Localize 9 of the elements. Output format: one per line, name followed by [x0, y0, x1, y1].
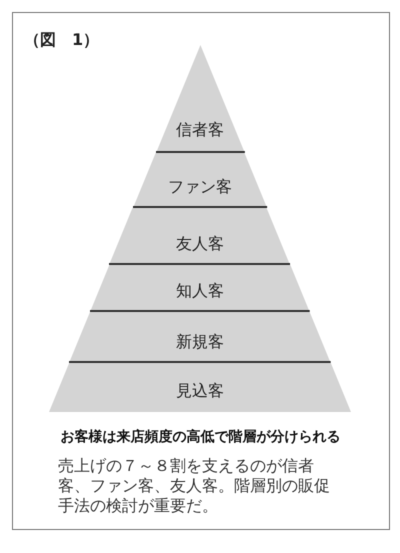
- tier-label: 新規客: [174, 332, 225, 353]
- tier-label: 信者客: [174, 120, 225, 141]
- tier-label: ファン客: [166, 178, 233, 198]
- tier-label: 友人客: [174, 234, 225, 255]
- caption-text: 売上げの７～８割を支えるのが信者客、ファン客、友人客。階層別の販促手法の検討が重要だ。: [58, 456, 331, 516]
- tier-label: 見込客: [175, 382, 225, 402]
- figure-number: （図 1）: [24, 30, 100, 51]
- caption-heading: お客様は来店頻度の高低で階層が分けられる: [60, 428, 342, 446]
- tier-label: 知人客: [174, 282, 225, 302]
